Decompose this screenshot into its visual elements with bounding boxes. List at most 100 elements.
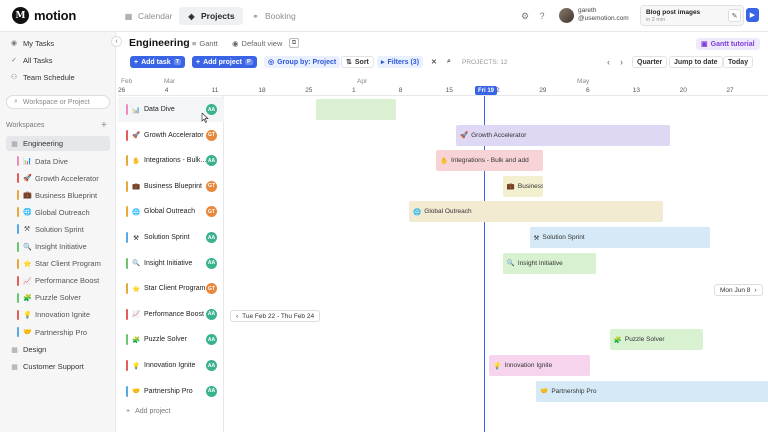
today-button[interactable]: Today xyxy=(723,56,754,68)
sidebar-project-solution-sprint[interactable]: ⚒Solution Sprint xyxy=(17,222,84,236)
gantt-bar[interactable]: 💼Business Blueprint xyxy=(502,175,543,197)
view-tab-gantt[interactable]: ≡ Gantt xyxy=(189,37,221,50)
timeline-header: FebMarAprMay264111825181522296132027Fri … xyxy=(118,76,768,96)
assignee-avatar[interactable]: AA xyxy=(206,155,217,167)
add-project-row[interactable]: + Add project xyxy=(126,408,171,415)
settings-gear-icon[interactable]: ⚙ xyxy=(520,10,530,21)
gantt-chart[interactable]: ‹ Tue Feb 22 - Thu Feb 24 Mon Jun 8 › 🚀G… xyxy=(224,96,768,432)
add-project-button[interactable]: + Add project P xyxy=(192,56,257,68)
gantt-tutorial-button[interactable]: ▣ Gantt tutorial xyxy=(696,38,760,50)
gantt-bar[interactable] xyxy=(315,99,396,120)
assignee-avatar[interactable]: GT xyxy=(206,180,217,192)
assignee-avatar[interactable]: GT xyxy=(206,129,217,141)
sidebar-link-my-tasks[interactable]: ◉My Tasks xyxy=(10,37,54,49)
date-range-chip[interactable]: ‹ Tue Feb 22 - Thu Feb 24 xyxy=(230,310,321,322)
gantt-bar-emoji-icon: 🔍 xyxy=(506,260,515,268)
sidebar-project-business-blueprint[interactable]: 💼Business Blueprint xyxy=(17,188,97,202)
sidebar-project-puzzle-solver[interactable]: 🧩Puzzle Solver xyxy=(17,291,81,305)
workspace-customer-support[interactable]: ▦Customer Support xyxy=(6,359,110,374)
quarter-button[interactable]: Quarter xyxy=(632,56,668,68)
search-icon[interactable]: ⌕ xyxy=(447,58,451,65)
start-play-icon[interactable]: ▶ xyxy=(746,8,759,22)
assignee-avatar[interactable]: AA xyxy=(206,385,217,397)
help-icon[interactable]: ? xyxy=(539,11,545,21)
gantt-bar[interactable]: 🤝Partnership Pro xyxy=(536,380,768,402)
app-logo[interactable]: M motion xyxy=(12,7,76,24)
project-emoji-icon: 📈 xyxy=(23,277,32,285)
upcoming-event-card[interactable]: Blog post images in 2 min ✎ xyxy=(640,5,744,26)
sidebar-link-all-tasks[interactable]: ✓All Tasks xyxy=(10,54,52,66)
sidebar-project-insight-initiative[interactable]: 🔍Insight Initiative xyxy=(17,240,87,254)
clear-filters-close-icon[interactable]: ✕ xyxy=(431,59,437,66)
project-color-bar xyxy=(126,283,128,295)
filters-button[interactable]: ▸ Filters (3) xyxy=(377,56,424,68)
assignee-avatar[interactable]: AA xyxy=(206,360,217,371)
project-row[interactable]: ✋Integrations - Bulk...AA xyxy=(118,148,224,173)
nav-tab-calendar[interactable]: ▦Calendar xyxy=(116,7,181,25)
next-chevron-icon[interactable]: › xyxy=(620,57,623,67)
nav-tab-projects[interactable]: ◈Projects xyxy=(179,7,243,25)
sidebar-project-partnership-pro[interactable]: 🤝Partnership Pro xyxy=(17,325,87,339)
sidebar-project-performance-boost[interactable]: 📈Performance Boost xyxy=(17,274,99,288)
offscreen-date-chip[interactable]: Mon Jun 8 › xyxy=(714,284,763,296)
project-row-label: Data Dive xyxy=(144,106,175,113)
sidebar-link-team-schedule[interactable]: ⚇Team Schedule xyxy=(10,71,75,83)
user-icon: ◉ xyxy=(10,40,18,47)
project-row-label: Solution Sprint xyxy=(144,234,190,241)
nav-tab-booking[interactable]: ⚭Booking xyxy=(243,7,304,25)
edit-pencil-icon[interactable]: ✎ xyxy=(728,9,741,22)
gantt-bar[interactable]: 🌐Global Outreach xyxy=(409,201,664,223)
gantt-bar-emoji-icon: ⚒ xyxy=(533,234,540,242)
assignee-avatar[interactable]: AA xyxy=(206,308,217,320)
sidebar-project-global-outreach[interactable]: 🌐Global Outreach xyxy=(17,205,90,219)
sidebar-project-data-dive[interactable]: 📊Data Dive xyxy=(17,154,68,168)
jump-to-date-button[interactable]: Jump to date xyxy=(669,56,723,68)
search-icon: ⌕ xyxy=(14,98,18,105)
previous-chevron-icon[interactable]: ‹ xyxy=(607,57,610,67)
group-by-button[interactable]: ◎ Group by: Project xyxy=(264,56,341,68)
project-color-bar xyxy=(17,275,19,286)
user-menu[interactable]: gareth @usemotion.com xyxy=(559,7,629,23)
gantt-bar[interactable]: 🧩Puzzle Solver xyxy=(609,329,704,351)
timeline-day: 27 xyxy=(726,87,734,94)
sidebar-project-star-client-program[interactable]: ⭐Star Client Program xyxy=(17,257,101,271)
gantt-bar[interactable]: ⚒Solution Sprint xyxy=(529,227,711,248)
assignee-avatar[interactable]: GT xyxy=(206,206,217,218)
add-task-button[interactable]: + Add task T xyxy=(130,56,186,68)
assignee-avatar[interactable]: AA xyxy=(206,257,217,269)
gantt-bar[interactable]: 🚀Growth Accelerator xyxy=(456,124,670,146)
project-color-bar xyxy=(126,180,128,192)
workspace-search-input[interactable]: ⌕ Workspace or Project xyxy=(6,95,110,109)
assignee-avatar[interactable]: GT xyxy=(206,283,217,295)
sidebar-project-growth-accelerator[interactable]: 🚀Growth Accelerator xyxy=(17,171,99,185)
assignee-avatar[interactable]: AA xyxy=(206,232,217,243)
workspace-design[interactable]: ▦Design xyxy=(6,342,110,357)
copy-view-icon[interactable]: ⧉ xyxy=(289,38,299,48)
sort-button[interactable]: ⇅ Sort xyxy=(341,56,374,68)
project-color-bar xyxy=(17,156,19,166)
workspace-engineering[interactable]: ▦Engineering xyxy=(6,136,110,151)
project-color-bar xyxy=(126,104,128,115)
view-tab-default[interactable]: ◉ Default view xyxy=(229,37,285,50)
gantt-bar[interactable]: ✋Integrations - Bulk and add xyxy=(435,150,543,172)
timeline-day: 6 xyxy=(586,87,590,94)
project-row-label: Growth Accelerator xyxy=(144,131,204,139)
assignee-avatar[interactable]: AA xyxy=(206,104,217,115)
gantt-bar[interactable]: 🔍Insight Initiative xyxy=(502,252,597,274)
gantt-bar[interactable]: 💡Innovation Ignite xyxy=(489,355,590,376)
timeline-day: 29 xyxy=(539,87,547,94)
add-workspace-icon[interactable]: + xyxy=(101,120,107,131)
assignee-avatar[interactable]: AA xyxy=(206,334,217,346)
collapse-sidebar-chevron-icon[interactable]: ‹ xyxy=(111,36,122,47)
sidebar-project-innovation-ignite[interactable]: 💡Innovation Ignite xyxy=(17,308,90,322)
